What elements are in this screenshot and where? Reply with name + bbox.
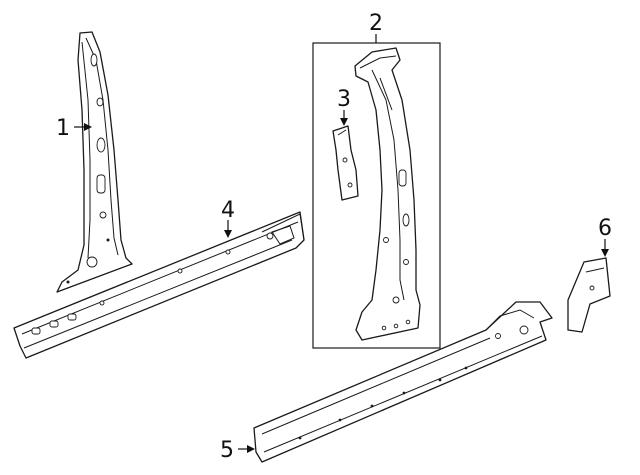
callout-4: 4 [221,198,235,223]
leader-5 [238,445,255,453]
callout-2: 2 [369,11,383,36]
part-5-rocker-outer[interactable] [253,301,553,463]
part-2-reinforcement[interactable] [354,47,421,341]
part-3-bracket[interactable] [332,125,359,201]
part-1-pillar[interactable] [56,31,133,293]
part-6-panel[interactable] [567,257,611,333]
callout-1: 1 [56,116,70,141]
leader-3 [340,110,348,126]
callout-3: 3 [337,87,351,112]
part-4-rocker-inner[interactable] [13,211,305,359]
callout-5: 5 [220,438,234,463]
callout-6: 6 [598,216,612,241]
leader-1 [74,123,92,131]
leader-6 [601,239,609,257]
leader-4 [224,220,232,238]
